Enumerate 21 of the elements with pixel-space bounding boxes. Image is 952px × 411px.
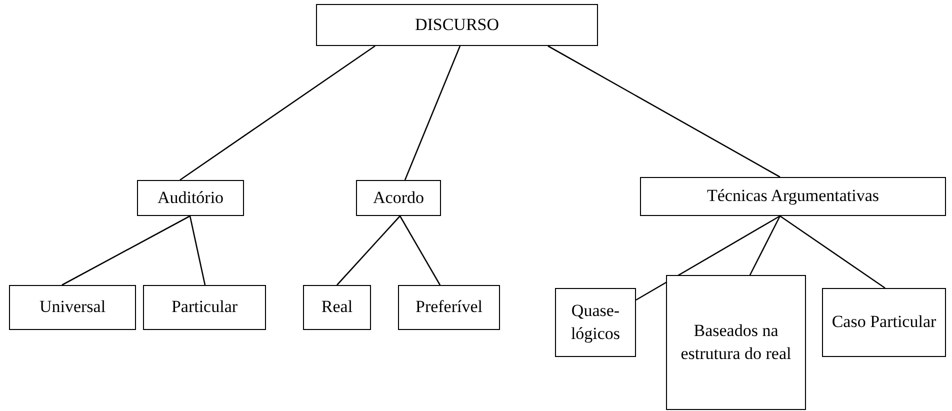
connector-line [180,45,376,181]
category-box: DISCURSO [316,4,598,46]
category-box: Auditório [137,180,244,216]
category-box: Quase-lógicos [555,288,636,357]
connector-line [636,215,780,301]
category-box: Técnicas Argumentativas [640,177,946,216]
connector-line [62,215,190,286]
category-box: Real [303,285,371,330]
connector-line [548,45,780,178]
connector-line [189,216,206,286]
connector-line [399,216,441,286]
category-box: Caso Particular [822,288,946,357]
category-box: Baseados na estrutura do real [666,275,806,410]
connector-line [336,216,400,286]
category-box: Particular [143,285,266,330]
connector-line [404,46,461,180]
connector-line [749,216,781,276]
connector-line [780,215,886,289]
category-box: Acordo [356,180,441,216]
category-box: Universal [9,285,136,330]
category-box: Preferível [398,285,500,330]
